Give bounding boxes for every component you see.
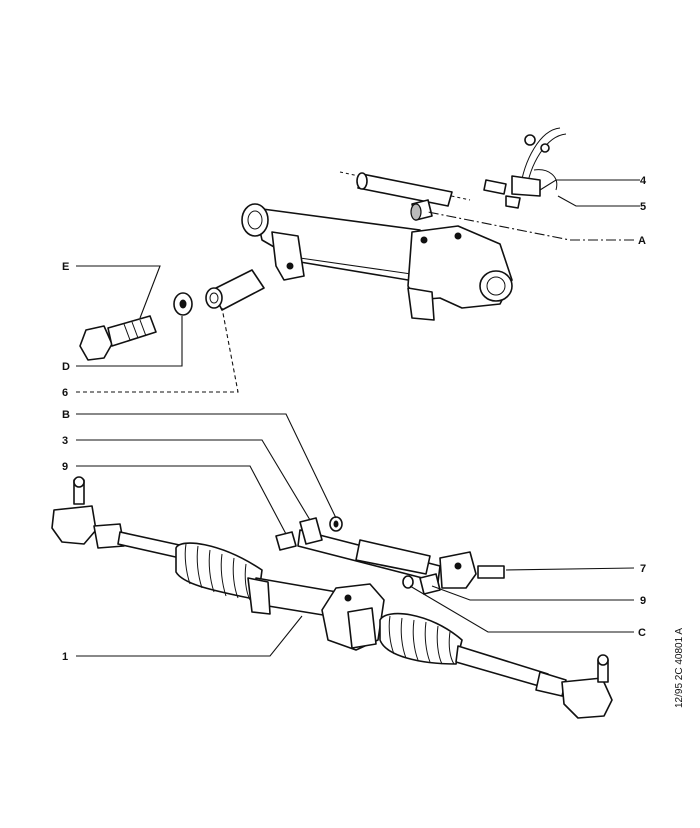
washer-part-c [402, 575, 414, 589]
bush-part-b [329, 516, 343, 532]
callout-9-right: 9 [640, 595, 646, 607]
callout-9-left: 9 [62, 461, 68, 473]
bolt-part-e [79, 315, 157, 361]
sleeve-part-6 [205, 269, 265, 311]
spacer-part-9-right [419, 573, 441, 595]
valve-pipes-part-4-5 [483, 127, 567, 209]
rack-housing-upper [241, 171, 513, 321]
callout-b: B [62, 409, 70, 421]
bush-part-a [410, 199, 433, 221]
washer-part-d [173, 292, 193, 316]
callout-6: 6 [62, 387, 68, 399]
callout-5: 5 [640, 201, 646, 213]
callout-e: E [62, 261, 69, 273]
callout-4: 4 [640, 175, 647, 187]
bush-part-3 [299, 517, 323, 545]
spacer-part-9-left [275, 531, 297, 551]
callout-7: 7 [640, 563, 646, 575]
callout-c: C [638, 627, 646, 639]
callout-3: 3 [62, 435, 68, 447]
callout-d: D [62, 361, 70, 373]
callout-labels: E D 6 4 5 A B 3 9 1 7 9 C [62, 175, 647, 663]
rack-assembly-lower [51, 476, 613, 719]
callout-1: 1 [62, 651, 68, 663]
leader-lines [76, 179, 640, 657]
reference-code: 12/95 2C 40801 A [674, 628, 685, 708]
callout-a: A [638, 235, 646, 247]
